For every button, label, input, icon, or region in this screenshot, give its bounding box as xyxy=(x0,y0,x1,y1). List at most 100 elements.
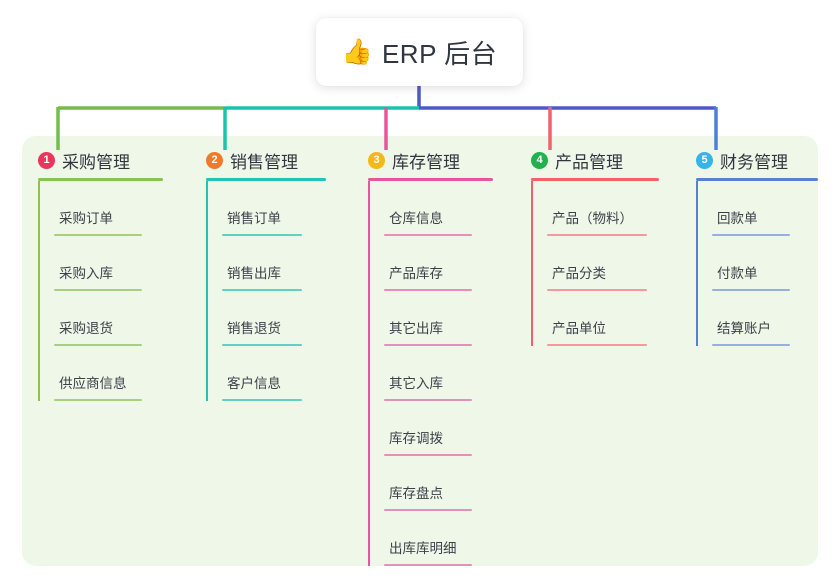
leaf-node-rule xyxy=(547,234,647,236)
leaf-node-rule xyxy=(222,344,302,346)
branch-spine-5 xyxy=(696,181,698,346)
leaf-node[interactable]: 销售订单 xyxy=(206,181,326,236)
leaf-node-rule xyxy=(712,344,790,346)
leaf-node-label: 库存盘点 xyxy=(389,486,443,501)
branch-badge-5: 5 xyxy=(696,151,713,169)
leaf-node-label: 采购入库 xyxy=(59,266,113,281)
leaf-node[interactable]: 回款单 xyxy=(696,181,818,236)
root-node-erp-backend[interactable]: 👍 ERP 后台 xyxy=(316,18,523,86)
leaf-node-rule xyxy=(54,289,142,291)
leaf-node-rule xyxy=(222,399,302,401)
leaf-node-label: 采购订单 xyxy=(59,211,113,226)
leaf-node-label: 供应商信息 xyxy=(59,376,127,391)
leaf-node[interactable]: 其它出库 xyxy=(368,291,493,346)
leaf-node-label: 回款单 xyxy=(717,211,758,226)
leaf-node-label: 库存调拨 xyxy=(389,431,443,446)
leaf-node-rule xyxy=(54,344,142,346)
leaf-node-rule xyxy=(384,509,472,511)
leaf-node[interactable]: 产品（物料） xyxy=(531,181,659,236)
leaf-node-rule xyxy=(547,289,647,291)
leaf-node-rule xyxy=(547,344,647,346)
leaf-node-rule xyxy=(384,289,472,291)
branch-column-1: 1 采购管理采购订单采购入库采购退货供应商信息 xyxy=(22,148,163,401)
branch-title-5: 财务管理 xyxy=(720,152,788,172)
leaf-node-rule xyxy=(54,399,142,401)
branch-header-3[interactable]: 3 库存管理 xyxy=(352,148,493,172)
leaf-node-rule xyxy=(712,234,790,236)
branch-spine-4 xyxy=(531,181,533,346)
leaf-node[interactable]: 付款单 xyxy=(696,236,818,291)
branch-spine-1 xyxy=(38,181,40,401)
branch-spine-3 xyxy=(368,181,370,566)
branch-header-4[interactable]: 4 产品管理 xyxy=(515,148,659,172)
leaf-node[interactable]: 客户信息 xyxy=(206,346,326,401)
leaf-node-label: 其它出库 xyxy=(389,321,443,336)
leaf-node[interactable]: 其它入库 xyxy=(368,346,493,401)
branch-underline-2 xyxy=(206,178,326,181)
leaf-node-label: 客户信息 xyxy=(227,376,281,391)
leaf-node-label: 产品单位 xyxy=(552,321,606,336)
leaf-node-rule xyxy=(54,234,142,236)
leaf-node[interactable]: 产品单位 xyxy=(531,291,659,346)
leaf-node[interactable]: 采购订单 xyxy=(38,181,163,236)
leaf-node-rule xyxy=(384,344,472,346)
branch-badge-3: 3 xyxy=(368,151,385,169)
leaf-node[interactable]: 出库库明细 xyxy=(368,511,493,566)
branch-badge-1: 1 xyxy=(38,151,55,169)
leaf-node[interactable]: 采购入库 xyxy=(38,236,163,291)
branch-title-1: 采购管理 xyxy=(62,152,130,172)
leaf-node[interactable]: 结算账户 xyxy=(696,291,818,346)
leaf-node-label: 出库库明细 xyxy=(389,541,457,556)
leaf-node-rule xyxy=(222,289,302,291)
leaf-node[interactable]: 销售出库 xyxy=(206,236,326,291)
leaf-node[interactable]: 供应商信息 xyxy=(38,346,163,401)
leaf-node-rule xyxy=(384,399,472,401)
leaf-node[interactable]: 采购退货 xyxy=(38,291,163,346)
branch-underline-1 xyxy=(38,178,163,181)
branch-column-3: 3 库存管理仓库信息产品库存其它出库其它入库库存调拨库存盘点出库库明细 xyxy=(352,148,493,566)
diagram-panel xyxy=(22,136,818,566)
branch-spine-2 xyxy=(206,181,208,401)
leaf-node[interactable]: 仓库信息 xyxy=(368,181,493,236)
leaf-node-rule xyxy=(384,234,472,236)
branch-item-list-3: 仓库信息产品库存其它出库其它入库库存调拨库存盘点出库库明细 xyxy=(352,181,493,566)
branch-badge-2: 2 xyxy=(206,151,223,169)
leaf-node-label: 仓库信息 xyxy=(389,211,443,226)
branch-underline-4 xyxy=(531,178,659,181)
leaf-node-label: 销售出库 xyxy=(227,266,281,281)
leaf-node[interactable]: 产品库存 xyxy=(368,236,493,291)
branch-item-list-5: 回款单付款单结算账户 xyxy=(680,181,818,346)
leaf-node[interactable]: 销售退货 xyxy=(206,291,326,346)
branch-item-list-2: 销售订单销售出库销售退货客户信息 xyxy=(190,181,326,401)
branch-title-4: 产品管理 xyxy=(555,152,623,172)
leaf-node[interactable]: 库存调拨 xyxy=(368,401,493,456)
leaf-node-rule xyxy=(712,289,790,291)
leaf-node-label: 结算账户 xyxy=(717,321,771,336)
branch-underline-5 xyxy=(696,178,818,181)
branch-badge-4: 4 xyxy=(531,151,548,169)
leaf-node-label: 销售订单 xyxy=(227,211,281,226)
branch-header-1[interactable]: 1 采购管理 xyxy=(22,148,163,172)
branch-column-4: 4 产品管理产品（物料） 产品分类产品单位 xyxy=(515,148,659,346)
leaf-node-label: 其它入库 xyxy=(389,376,443,391)
leaf-node-label: 付款单 xyxy=(717,266,758,281)
leaf-node-rule xyxy=(222,234,302,236)
branch-title-3: 库存管理 xyxy=(392,152,460,172)
leaf-node[interactable]: 产品分类 xyxy=(531,236,659,291)
root-node-title: ERP 后台 xyxy=(381,38,498,69)
branch-underline-3 xyxy=(368,178,493,181)
branch-item-list-4: 产品（物料） 产品分类产品单位 xyxy=(515,181,659,346)
leaf-node-rule xyxy=(384,454,472,456)
branch-column-5: 5 财务管理回款单付款单结算账户 xyxy=(680,148,818,346)
leaf-node-label: 销售退货 xyxy=(227,321,281,336)
leaf-node[interactable]: 库存盘点 xyxy=(368,456,493,511)
thumbs-up-icon: 👍 xyxy=(341,37,373,66)
branch-item-list-1: 采购订单采购入库采购退货供应商信息 xyxy=(22,181,163,401)
leaf-node-label: 产品分类 xyxy=(552,266,606,281)
leaf-node-label: 采购退货 xyxy=(59,321,113,336)
leaf-node-label: 产品（物料） xyxy=(552,211,633,226)
branch-header-5[interactable]: 5 财务管理 xyxy=(680,148,818,172)
